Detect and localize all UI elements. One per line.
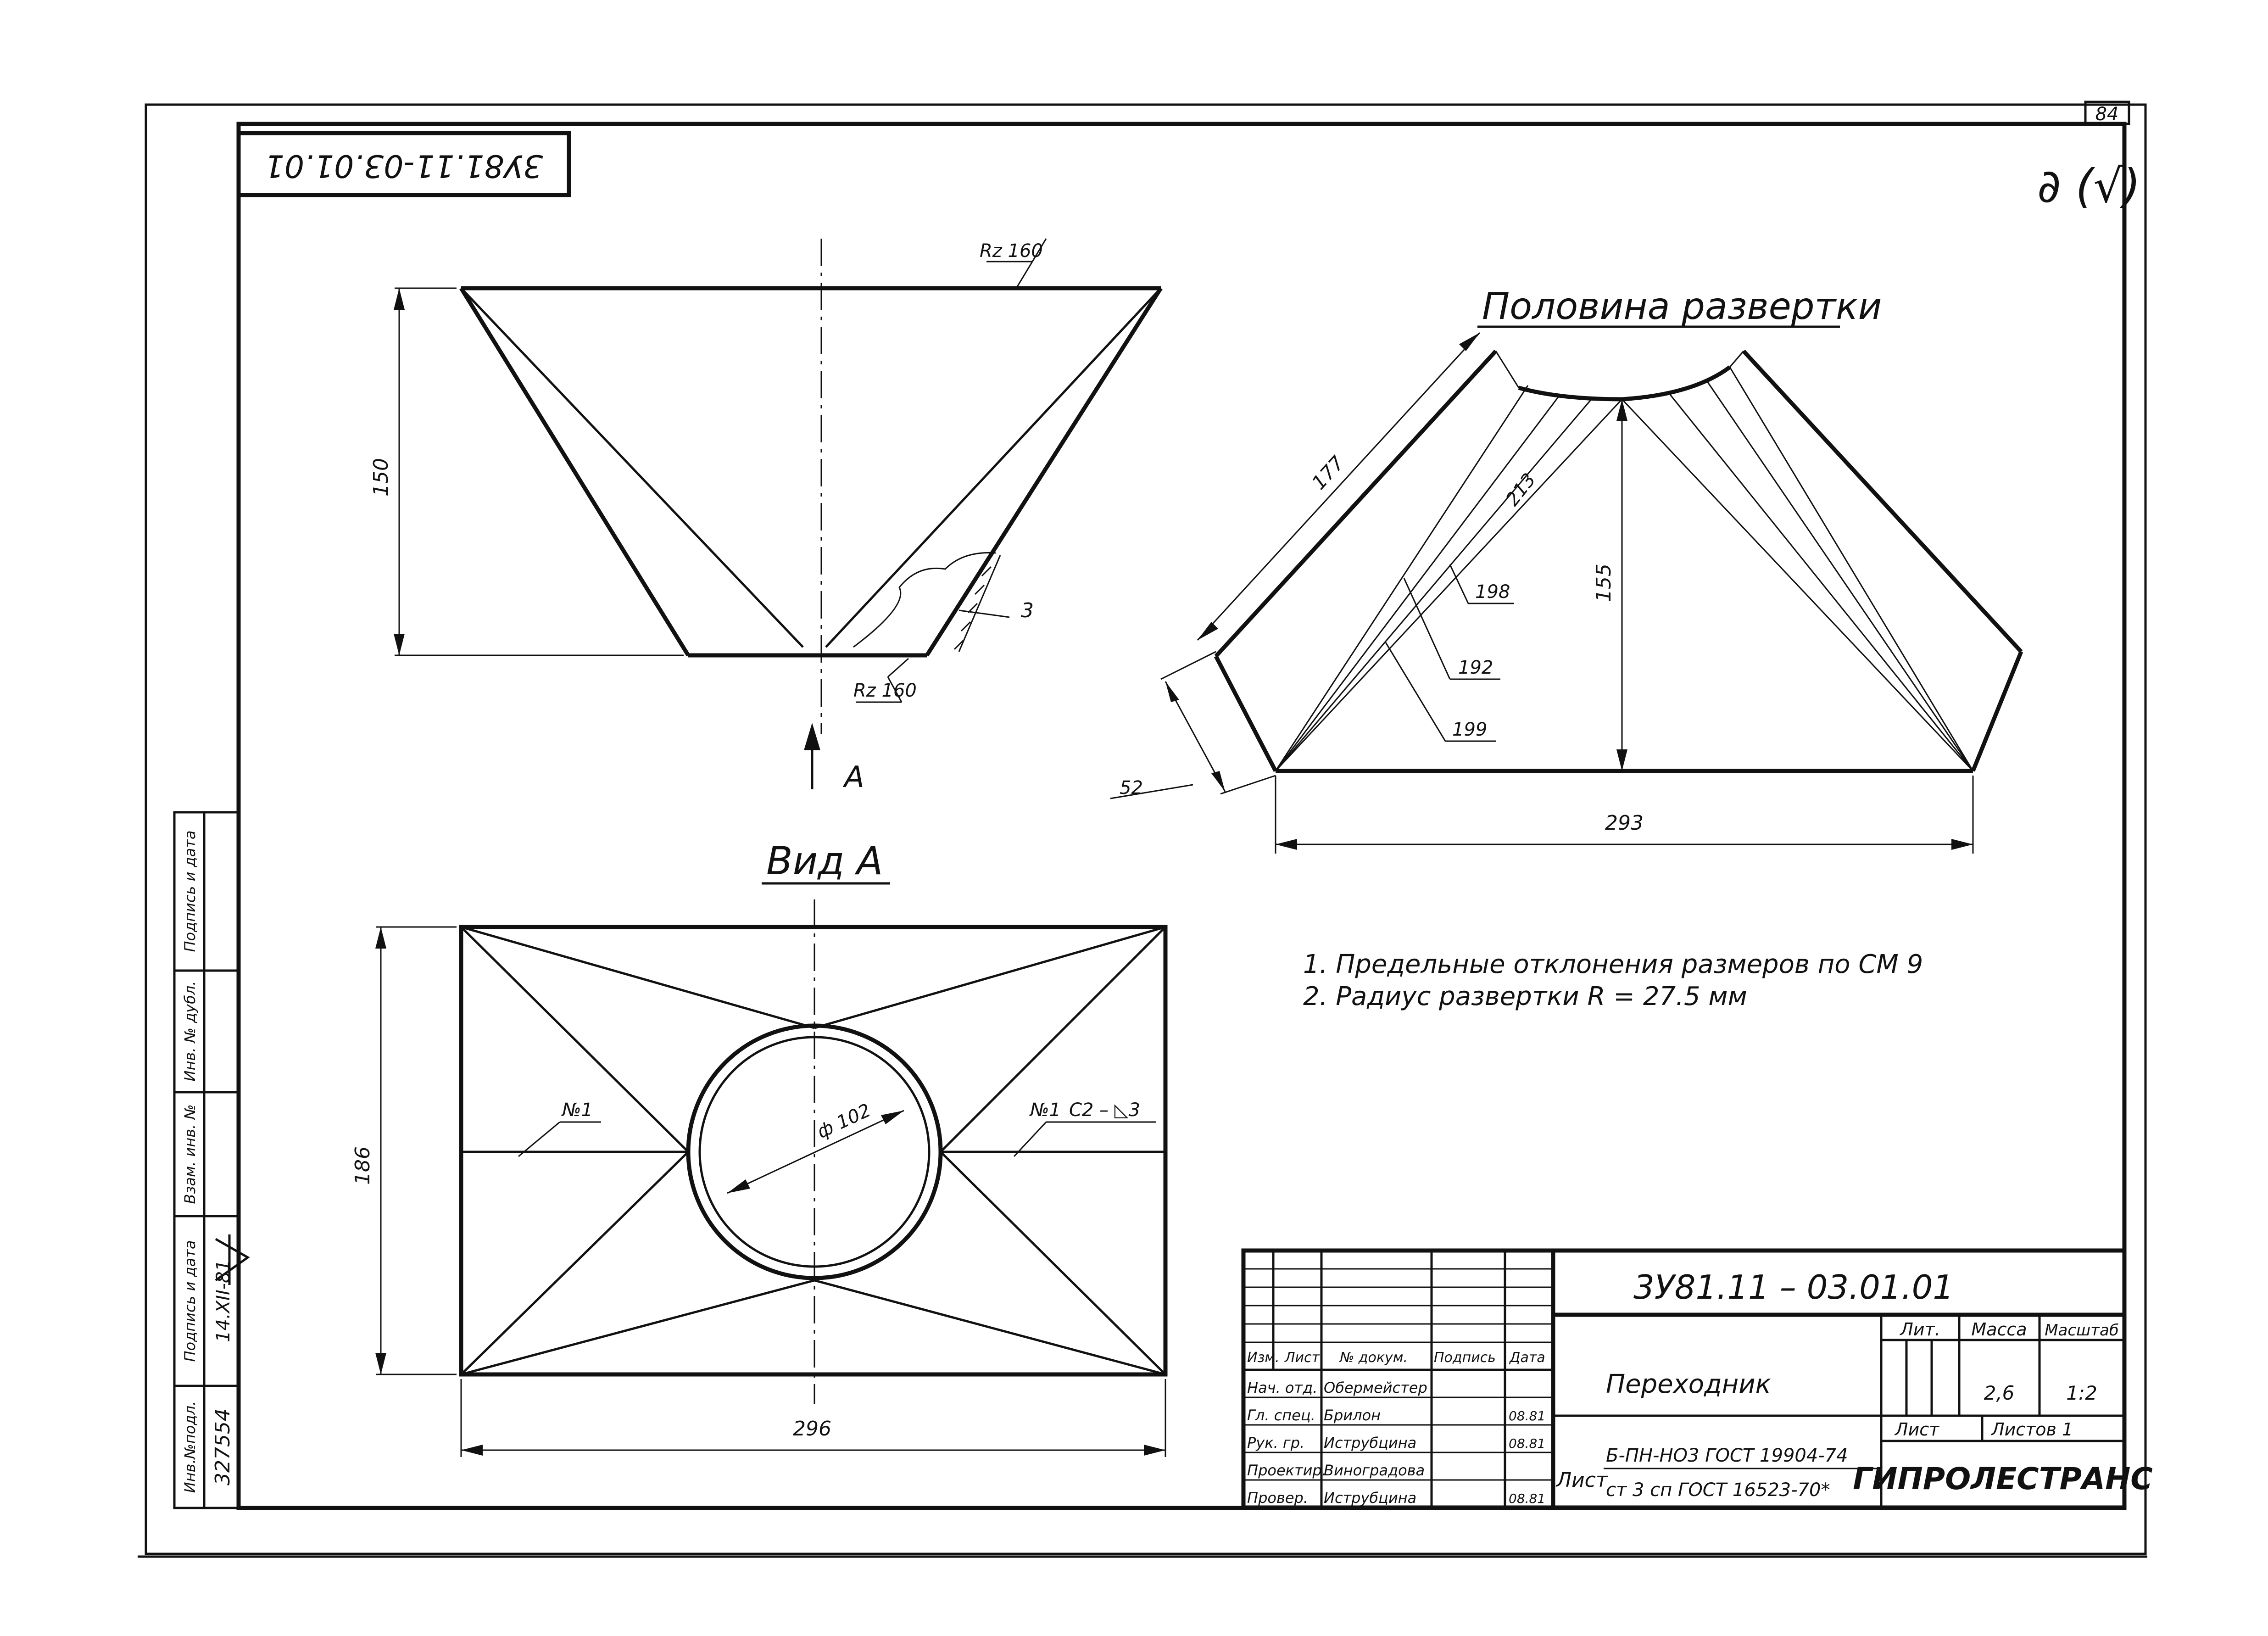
view-a: Вид А ф 102 №1 №1 С2 – ◺3 186 bbox=[351, 838, 1168, 1457]
sheet-label: Лист bbox=[1555, 1468, 1608, 1492]
doc-code-rotated: 3У81.11-03.01.01 bbox=[265, 147, 543, 184]
staff-name-4: Иструбцина bbox=[1324, 1489, 1416, 1507]
staff-name-2: Иструбцина bbox=[1324, 1434, 1416, 1452]
page-number: 84 bbox=[2095, 104, 2119, 125]
stamp-field-2: Взам. инв. № bbox=[181, 1104, 199, 1204]
material-line2: ст 3 сп ГОСТ 16523-70* bbox=[1606, 1480, 1830, 1501]
organization: ГИПРОЛЕСТРАНС bbox=[1853, 1461, 2153, 1496]
weld-mark-left: №1 bbox=[561, 1100, 593, 1121]
diameter-label: ф 102 bbox=[814, 1100, 874, 1143]
dim-150: 150 bbox=[369, 458, 393, 497]
pipe-outer-circle bbox=[686, 1023, 943, 1280]
staff-role-1: Гл. спец. bbox=[1247, 1407, 1315, 1424]
sheet-frame: 84 bbox=[138, 101, 2147, 1558]
doc-code-rotated-box: 3У81.11-03.01.01 bbox=[236, 131, 571, 197]
dim-213: 213 bbox=[1502, 469, 1540, 510]
stamp-signature bbox=[215, 1234, 250, 1285]
mass-header: Масса bbox=[1971, 1319, 2027, 1340]
stamp-field-1: Подпись и дата bbox=[181, 1240, 199, 1362]
stamp-field-0: Инв.№подл. bbox=[181, 1401, 199, 1493]
scale-header: Масштаб bbox=[2045, 1321, 2119, 1340]
dim-293: 293 bbox=[1605, 811, 1644, 835]
staff-name-3: Виноградова bbox=[1324, 1462, 1425, 1479]
view-a-title: Вид А bbox=[766, 838, 883, 883]
page-number-box bbox=[2084, 101, 2130, 125]
staff-role-2: Рук. гр. bbox=[1247, 1434, 1304, 1452]
roughness-mark: ∂ (√) bbox=[2037, 159, 2140, 213]
staff-role-0: Нач. отд. bbox=[1247, 1379, 1317, 1396]
staff-name-1: Брилон bbox=[1324, 1407, 1381, 1424]
stamp-date: 14.XII-81 bbox=[213, 1260, 234, 1342]
dim-52: 52 bbox=[1120, 777, 1143, 798]
stamp-inv-number: 327554 bbox=[211, 1408, 234, 1485]
front-view: 3 150 Rz 160 Rz 160 А bbox=[369, 238, 1163, 794]
staff-date-2: 08.81 bbox=[1509, 1436, 1545, 1451]
stamp-field-3: Инв. № дубл. bbox=[181, 981, 199, 1082]
staff-date-1: 08.81 bbox=[1509, 1408, 1545, 1424]
col-docnum: № докум. bbox=[1339, 1350, 1408, 1366]
dim-199: 199 bbox=[1452, 719, 1487, 740]
note-1: 1. Предельные отклонения размеров по СМ … bbox=[1303, 949, 1923, 979]
staff-role-3: Проектир. bbox=[1247, 1462, 1326, 1479]
col-sign: Подпись bbox=[1434, 1350, 1496, 1366]
mass-value: 2,6 bbox=[1984, 1382, 2015, 1404]
side-stamp: Инв.№подл. Подпись и дата Взам. инв. № И… bbox=[173, 811, 250, 1509]
weld-symbol: С2 – ◺3 bbox=[1069, 1100, 1140, 1121]
roughness-bottom: Rz 160 bbox=[853, 680, 917, 701]
weld-mark-right: №1 bbox=[1029, 1100, 1061, 1121]
doc-code: 3У81.11 – 03.01.01 bbox=[1633, 1268, 1954, 1307]
pipe-inner-circle bbox=[698, 1036, 931, 1268]
staff-role-4: Провер. bbox=[1247, 1489, 1308, 1507]
notes: 1. Предельные отклонения размеров по СМ … bbox=[1303, 949, 1923, 1011]
scale-value: 1:2 bbox=[2066, 1382, 2097, 1404]
dim-192: 192 bbox=[1458, 657, 1493, 678]
note-2: 2. Радиус развертки R = 27.5 мм bbox=[1303, 982, 1747, 1011]
sheets-total: Листов 1 bbox=[1990, 1419, 2073, 1440]
col-izm: Изм. bbox=[1247, 1350, 1280, 1366]
view-arrow-label: А bbox=[842, 760, 864, 794]
roughness-top: Rz 160 bbox=[980, 240, 1043, 262]
dim-296: 296 bbox=[793, 1417, 831, 1441]
staff-name-0: Обермейстер bbox=[1324, 1379, 1427, 1396]
dim-155: 155 bbox=[1592, 564, 1616, 602]
col-list: Лист bbox=[1284, 1350, 1321, 1366]
development-arc bbox=[1518, 365, 1731, 402]
development-title: Половина развертки bbox=[1482, 285, 1882, 328]
dim-177: 177 bbox=[1307, 452, 1349, 494]
sheet-header: Лист bbox=[1894, 1419, 1940, 1440]
dim-198: 198 bbox=[1475, 581, 1510, 603]
col-date: Дата bbox=[1509, 1350, 1545, 1366]
staff-date-4: 08.81 bbox=[1509, 1491, 1545, 1506]
dim-186: 186 bbox=[351, 1146, 374, 1185]
title-block: Изм. Лист № докум. Подпись Дата Нач. отд… bbox=[1241, 1248, 2153, 1510]
material-line1: Б-ПН-НО3 ГОСТ 19904-74 bbox=[1606, 1445, 1848, 1466]
part-name: Переходник bbox=[1606, 1369, 1771, 1399]
development-view: Половина развертки 155 177 213 198 bbox=[1110, 285, 2023, 854]
stamp-field-4: Подпись и дата bbox=[181, 830, 199, 952]
outer-border bbox=[145, 103, 2147, 1555]
lit-header: Лит. bbox=[1899, 1319, 1940, 1340]
wall-thickness: 3 bbox=[1021, 599, 1034, 622]
